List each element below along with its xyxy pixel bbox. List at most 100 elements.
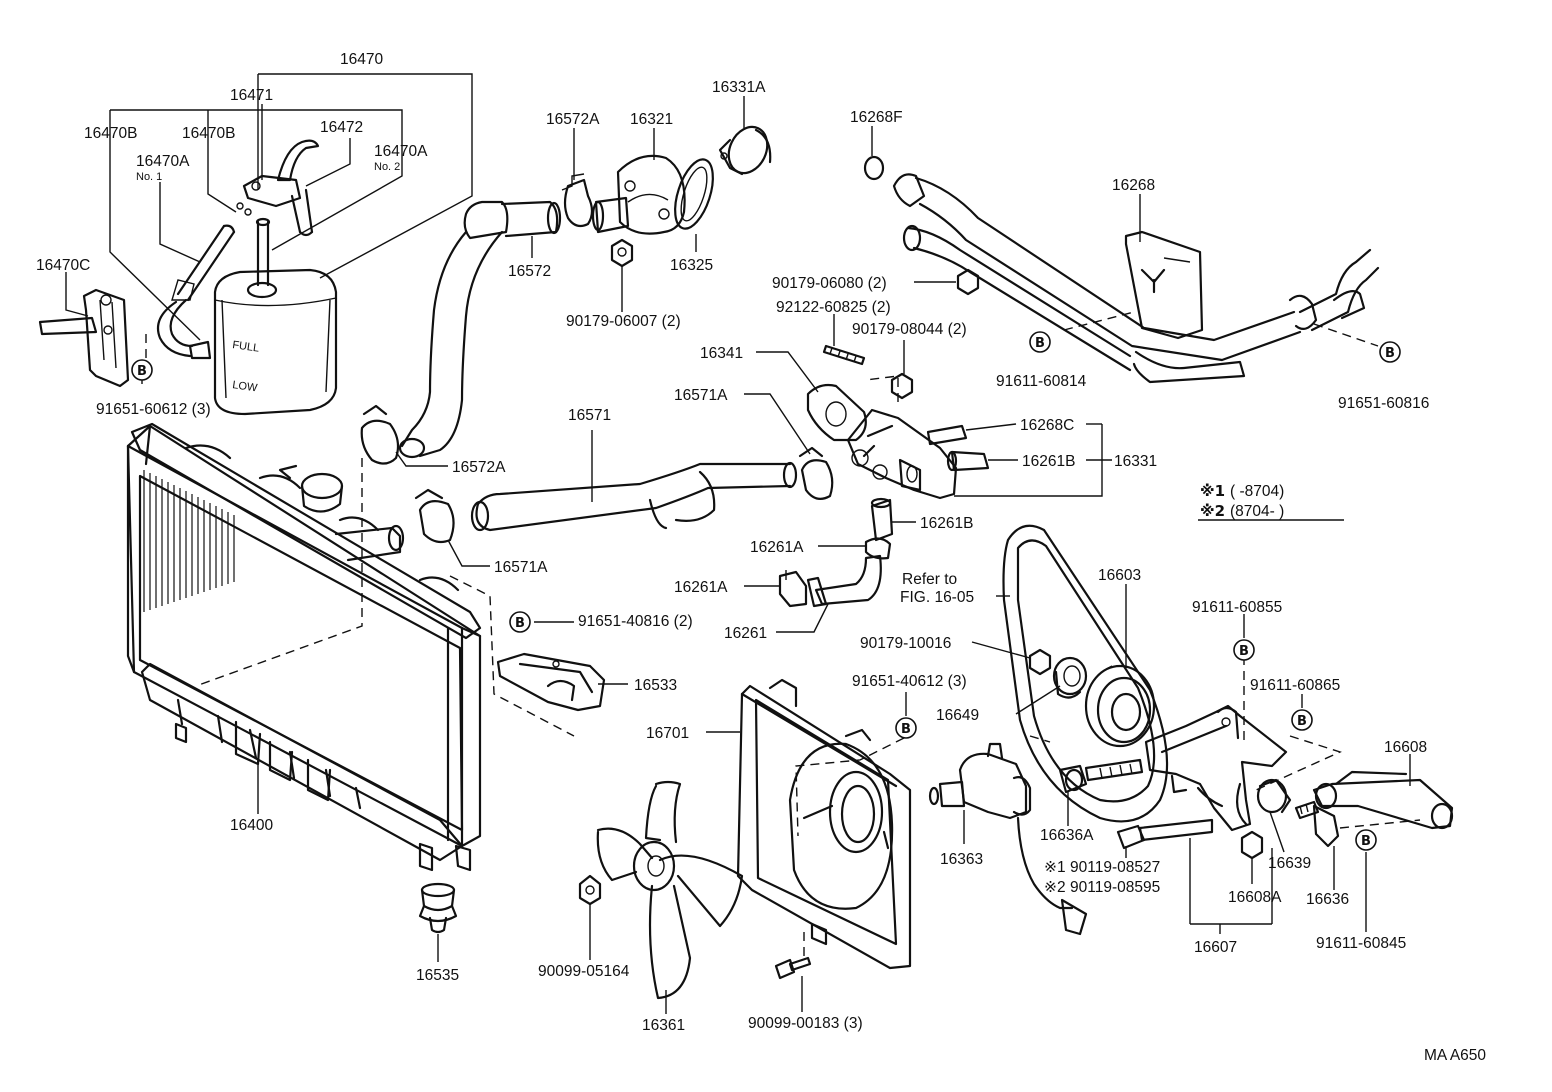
callout-16470: 16470 xyxy=(340,51,383,68)
arm-16608 xyxy=(1312,770,1454,830)
callout-16341: 16341 xyxy=(700,345,743,362)
callout-90099-05164: 90099-05164 xyxy=(538,963,630,980)
reserve-tank-group: FULL LOW xyxy=(38,139,338,416)
stud-92122-60825 xyxy=(822,344,866,366)
callout-91611-60845: 91611-60845 xyxy=(1316,935,1406,952)
lower-hose-16571 xyxy=(470,461,798,532)
legend-range-2: (8704- ) xyxy=(1230,503,1284,520)
callout-16471: 16471 xyxy=(230,87,273,104)
nut-90179-08044 xyxy=(890,372,914,400)
callout-16261: 16261 xyxy=(724,625,767,642)
callout-16261B-1: 16261B xyxy=(1022,453,1075,470)
callout-16470B-1: 16470B xyxy=(84,125,137,142)
callout-91611-60814: 91611-60814 xyxy=(996,373,1087,390)
clamp-16572A-top xyxy=(561,173,594,228)
nut-90179-10016 xyxy=(1028,648,1052,676)
fan-16361 xyxy=(596,780,744,1000)
water-inlet-16321 xyxy=(591,154,686,235)
callout-16636: 16636 xyxy=(1306,891,1349,908)
svg-text:B: B xyxy=(901,722,911,737)
nut-16608A xyxy=(1240,830,1264,860)
callout-16608: 16608 xyxy=(1384,739,1427,756)
callout-16331: 16331 xyxy=(1114,453,1157,470)
callout-16268: 16268 xyxy=(1112,177,1155,194)
callout-16571: 16571 xyxy=(568,407,611,424)
callout-16321: 16321 xyxy=(630,111,673,128)
hose-16261B-lower xyxy=(870,497,894,542)
upper-hose-16572 xyxy=(398,200,562,459)
clamp-16261A-upper xyxy=(864,537,892,560)
callout-16572: 16572 xyxy=(508,263,551,280)
callout-refer-fig: FIG. 16-05 xyxy=(900,589,974,606)
callout-16649: 16649 xyxy=(936,707,979,724)
tank-full-mark: FULL xyxy=(232,339,260,355)
fan-shroud-16701 xyxy=(736,678,912,970)
callout-16363: 16363 xyxy=(940,851,983,868)
clamp-16571A-top xyxy=(798,446,834,501)
callout-90179-06080: 90179-06080 (2) xyxy=(772,275,887,292)
callout-91651-40612: 91651-40612 (3) xyxy=(852,673,967,690)
callout-16608A: 16608A xyxy=(1228,889,1282,906)
pulley-16603 xyxy=(1084,664,1156,748)
spacer-16639 xyxy=(1256,778,1292,814)
radiator-16400 xyxy=(126,422,482,872)
svg-text:B: B xyxy=(137,364,147,379)
nut-90099-05164 xyxy=(578,874,602,906)
bolt-90119 xyxy=(1116,818,1214,850)
callout-16261A-1: 16261A xyxy=(750,539,804,556)
svg-text:B: B xyxy=(1297,714,1307,729)
callout-90179-10016: 90179-10016 xyxy=(860,635,951,652)
callout-90179-08044: 90179-08044 (2) xyxy=(852,321,967,338)
callout-16603: 16603 xyxy=(1098,567,1141,584)
callout-16470A-2: 16470A xyxy=(374,143,428,160)
callout-16572A-top: 16572A xyxy=(546,111,600,128)
callout-91651-40816: 91651-40816 (2) xyxy=(578,613,693,630)
callout-16261B-2: 16261B xyxy=(920,515,973,532)
mount-cushion-16535 xyxy=(418,882,458,934)
callout-16268F: 16268F xyxy=(850,109,903,126)
thermostat-16331A xyxy=(718,125,772,176)
figure-code: MA A650 xyxy=(1424,1047,1486,1064)
callout-90119-08595: 90119-08595 xyxy=(1070,879,1160,896)
callout-16572A-mid: 16572A xyxy=(452,459,506,476)
callout-refer-to: Refer to xyxy=(902,571,957,588)
nut-90179-06007 xyxy=(610,238,634,268)
callout-16261A-2: 16261A xyxy=(674,579,728,596)
callout-91651-60816: 91651-60816 xyxy=(1338,395,1429,412)
clamp-16261A-lower xyxy=(778,570,808,608)
callout-labels: 16470 16471 16472 16470B 16470B 16470A N… xyxy=(36,51,1429,1034)
clamp-16572A-mid xyxy=(360,404,400,465)
callout-16472: 16472 xyxy=(320,119,363,136)
svg-text:B: B xyxy=(1035,336,1045,351)
callout-16470A-1: 16470A xyxy=(136,153,190,170)
callout-16701: 16701 xyxy=(646,725,689,742)
assembly-lines xyxy=(145,311,1421,960)
hose-16261 xyxy=(806,554,882,608)
callout-16571A-mid: 16571A xyxy=(494,559,548,576)
fan-motor-16363 xyxy=(928,742,1088,936)
spacer-16649 xyxy=(1052,656,1088,699)
callout-90099-00183: 90099-00183 (3) xyxy=(748,1015,863,1032)
legend-mark-2: ※2 xyxy=(1200,502,1225,520)
bolt-16636A xyxy=(1058,758,1144,794)
callout-16639: 16639 xyxy=(1268,855,1311,872)
svg-text:B: B xyxy=(515,616,525,631)
clamp-16571A-mid xyxy=(414,488,455,544)
screw-90099-00183 xyxy=(774,956,812,980)
callout-16361: 16361 xyxy=(642,1017,685,1034)
callout-91611-60855: 91611-60855 xyxy=(1192,599,1282,616)
leader-lines xyxy=(65,73,1411,1014)
callout-16470C: 16470C xyxy=(36,257,90,274)
callout-16470A-1-no: No. 1 xyxy=(136,171,162,183)
callout-16607: 16607 xyxy=(1194,939,1237,956)
callout-16636A: 16636A xyxy=(1040,827,1094,844)
callout-16331A: 16331A xyxy=(712,79,766,96)
o-ring-16268F xyxy=(863,155,885,181)
legend-range-1: ( -8704) xyxy=(1230,483,1284,500)
callout-92122-60825: 92122-60825 (2) xyxy=(776,299,891,316)
callout-16470A-2-no: No. 2 xyxy=(374,161,400,173)
svg-text:B: B xyxy=(1361,834,1371,849)
callout-16535: 16535 xyxy=(416,967,459,984)
pipe-16268C xyxy=(926,424,968,446)
